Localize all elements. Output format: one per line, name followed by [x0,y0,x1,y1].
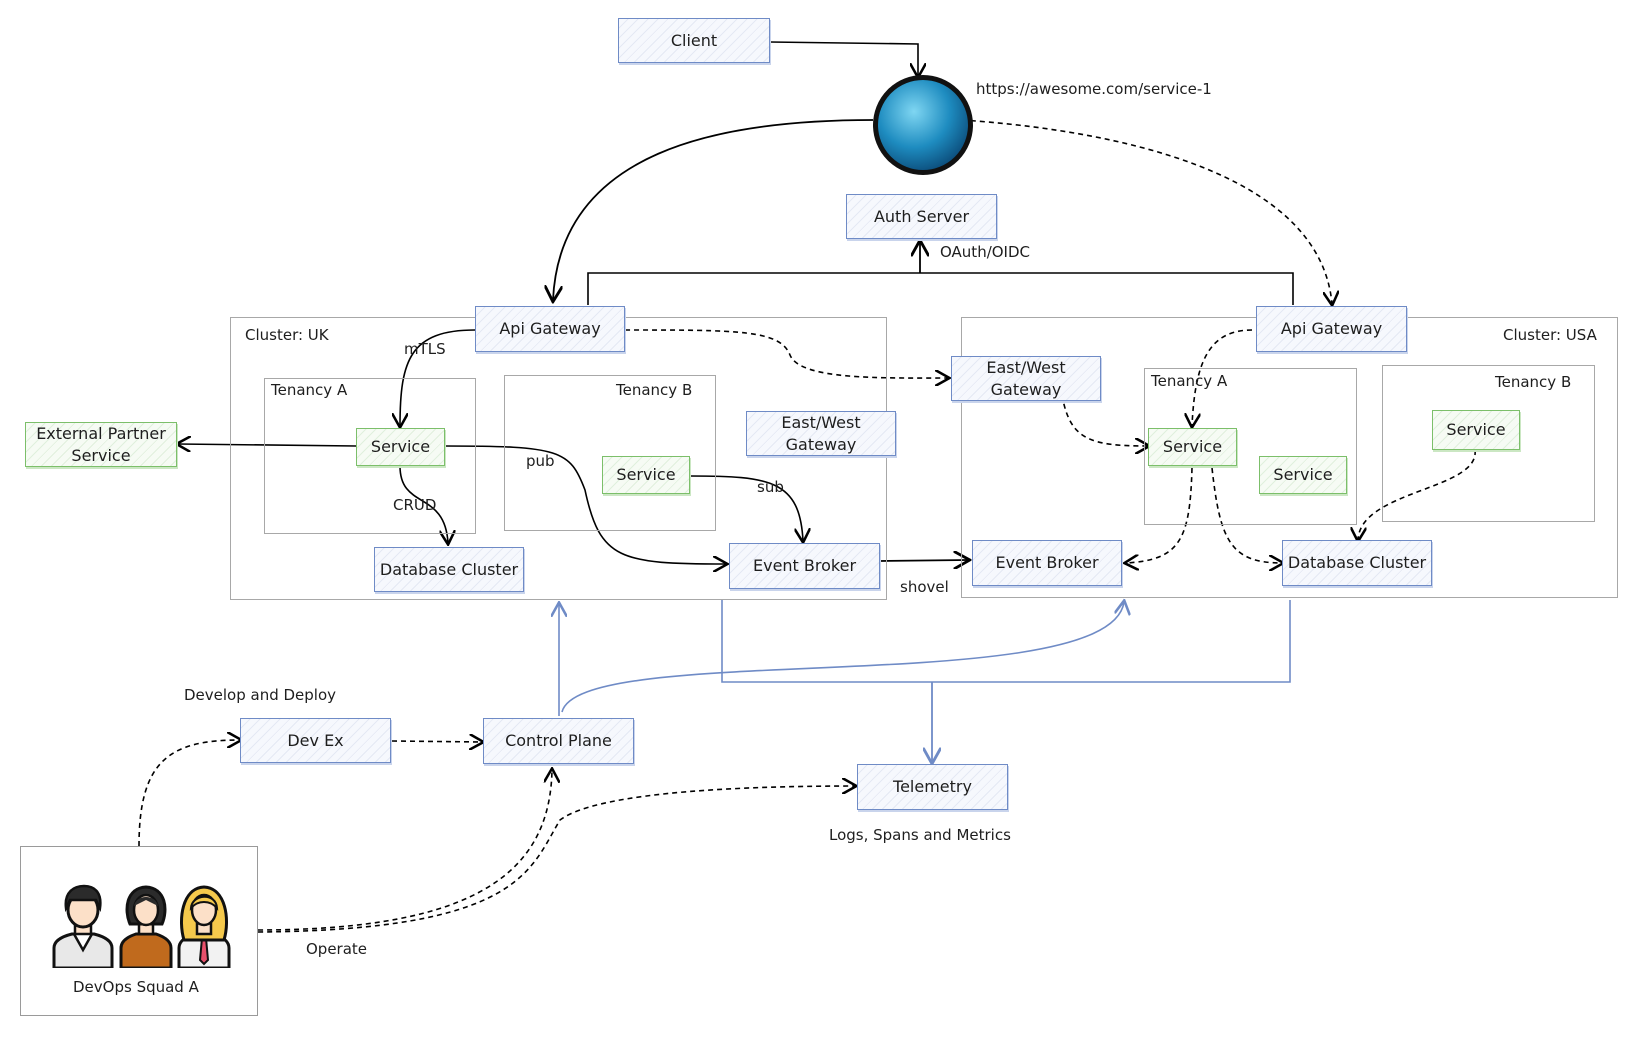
usa-tenancy-a-label: Tenancy A [1151,372,1228,390]
operate-to-control-plane-arrow [257,770,552,931]
oauth-label: OAuth/OIDC [940,243,1031,261]
crud-arrow [399,465,448,543]
dev-ex-node[interactable]: Dev Ex [240,718,391,763]
sub-arrow [689,475,803,541]
usa-service-to-db-arrow [1211,467,1282,563]
devex-to-control-plane-arrow [391,741,482,742]
gateways-to-auth-bus [587,272,1294,305]
service-to-partner-arrow [178,444,357,446]
usa-tenancy-b-label: Tenancy B [1495,373,1572,391]
uk-api-gateway[interactable]: Api Gateway [475,306,625,352]
usa-database-cluster[interactable]: Database Cluster [1282,540,1432,586]
service-url: https://awesome.com/service-1 [976,80,1212,98]
usa-tenancyb-to-db-arrow [1358,449,1476,540]
globe-to-usa-gateway-arrow [961,119,1332,304]
woman-dark-hair-icon [119,885,173,968]
uk-tenancy-a-service[interactable]: Service [356,428,445,466]
sub-label: sub [757,478,784,496]
telemetry-note: Logs, Spans and Metrics [829,826,1011,844]
uk-event-broker[interactable]: Event Broker [729,543,880,589]
devops-squad-label: DevOps Squad A [73,978,199,996]
client-node[interactable]: Client [618,18,770,63]
crud-label: CRUD [393,496,437,514]
uk-tenancy-a [264,378,476,534]
usa-api-gateway[interactable]: Api Gateway [1256,306,1407,352]
uk-tenancy-b-service[interactable]: Service [602,456,690,494]
shovel-label: shovel [900,578,949,596]
uk-tenancy-a-label: Tenancy A [271,381,348,399]
external-partner-service[interactable]: External Partner Service [25,422,177,467]
telemetry-bus [721,600,1291,683]
telemetry-node[interactable]: Telemetry [857,764,1008,810]
usa-tenancy-a-service-2[interactable]: Service [1259,456,1347,494]
usa-cluster-label: Cluster: USA [1503,326,1597,344]
usa-tenancy-a [1144,368,1357,525]
usa-tenancy-b-service[interactable]: Service [1432,410,1520,450]
uk-tenancy-b-label: Tenancy B [616,381,693,399]
devops-squad-panel[interactable] [20,846,258,1016]
mtls-arrow [400,329,476,426]
uk-eastwest-gateway[interactable]: East/West Gateway [746,411,896,456]
mtls-label: mTLS [404,340,446,358]
develop-deploy-label: Develop and Deploy [184,686,337,704]
pub-label: pub [526,452,555,470]
usa-gateway-to-service-arrow [1192,329,1253,426]
usa-service-to-broker-arrow [1126,467,1193,563]
operate-to-telemetry-arrow [257,786,855,933]
man-icon [52,884,114,968]
pub-arrow [444,445,726,564]
client-to-globe-arrow [769,41,918,76]
uk-database-cluster[interactable]: Database Cluster [374,547,524,592]
usa-event-broker[interactable]: Event Broker [972,540,1122,586]
shovel-arrow [879,560,968,561]
usa-tenancy-b [1382,365,1595,522]
auth-server-node[interactable]: Auth Server [846,194,997,239]
uk-gateway-to-usa-eastwest-arrow [624,329,948,378]
usa-tenancy-a-service-1[interactable]: Service [1148,428,1237,466]
squad-to-devex-arrow [138,740,240,847]
usa-eastwest-to-service-arrow [1061,394,1148,446]
woman-blonde-icon [177,885,231,968]
usa-eastwest-gateway[interactable]: East/West Gateway [951,356,1101,401]
control-plane-node[interactable]: Control Plane [483,718,634,764]
control-plane-to-usa-arrow [561,602,1124,713]
uk-tenancy-b [504,375,716,531]
uk-cluster-label: Cluster: UK [245,326,329,344]
globe-icon [873,75,973,175]
globe-to-uk-gateway-arrow [553,119,874,300]
operate-label: Operate [306,940,368,958]
